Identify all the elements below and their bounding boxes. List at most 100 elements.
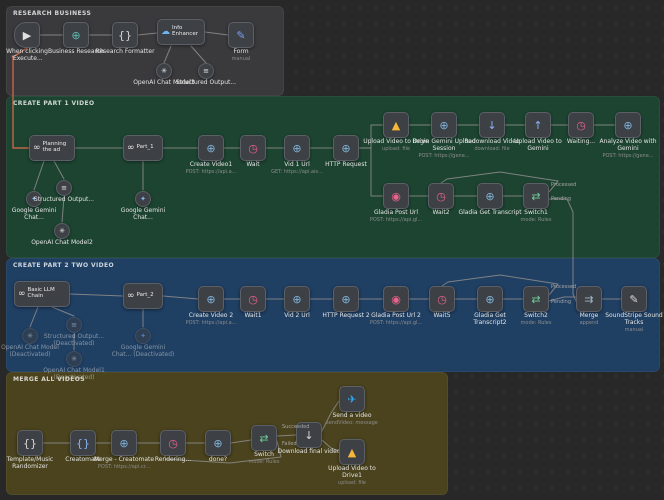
research-formatter[interactable]: {}Research Formatter xyxy=(95,22,155,55)
globe-icon: ⊕ xyxy=(485,292,495,306)
wait[interactable]: ◷Wait xyxy=(240,135,266,168)
google-gemini-chat-model1[interactable]: ✦Google Gemini Chat... xyxy=(121,191,165,221)
vid-2-url[interactable]: ⊕Vid 2 Url xyxy=(284,286,310,319)
gemini-icon: ✦ xyxy=(140,331,146,340)
connection-label: Failed xyxy=(282,441,297,447)
done[interactable]: ⊕done? xyxy=(205,430,231,463)
gladia-icon: ◉ xyxy=(391,189,401,203)
info-enhancer[interactable]: ☁Info Enhancer xyxy=(157,19,205,45)
group-create-part-1-video[interactable]: CREATE PART 1 VIDEO xyxy=(6,96,660,258)
merge-icon: ⇉ xyxy=(584,292,594,306)
code-icon: {} xyxy=(118,28,132,42)
google-gemini-chat-model[interactable]: ✦Google Gemini Chat... xyxy=(12,191,56,221)
drive-icon: ▲ xyxy=(391,118,401,132)
wait1[interactable]: ◷Wait1 xyxy=(240,286,266,319)
openai-chat-model2[interactable]: ✳OpenAI Chat Model2 xyxy=(31,223,93,246)
upload-video-to-gemini[interactable]: ↑Upload Video to Gemini xyxy=(514,112,562,152)
gemini-icon: ✦ xyxy=(31,194,37,203)
group-create-part-2-two-video[interactable]: CREATE PART 2 TWO VIDEO xyxy=(6,258,660,372)
planning-the-ad[interactable]: ∞Planning the ad xyxy=(29,135,75,161)
openai-chat-model3[interactable]: ✳OpenAI Chat Model3 xyxy=(133,63,195,86)
gladia-get-transcript[interactable]: ⊕Gladia Get Transcript xyxy=(458,183,522,216)
cloud-ai-icon: ☁ xyxy=(161,26,170,37)
connection-label: Succeeded xyxy=(282,424,310,430)
node-title: Info Enhancer xyxy=(172,25,198,37)
switch-icon: ⇄ xyxy=(531,189,541,203)
globe-icon: ⊕ xyxy=(206,292,216,306)
structured-output-deactivated[interactable]: ≡Structured Output... (Deactivated) xyxy=(44,317,104,347)
structured-output-parser1[interactable]: ≡Structured Output... xyxy=(34,180,94,203)
group-title: MERGE ALL VIDEOS xyxy=(13,376,85,383)
rendering[interactable]: ◷Rendering... xyxy=(155,430,191,463)
part-2[interactable]: ∞Part_2 xyxy=(123,283,163,309)
template-music-randomizer[interactable]: {}Template/Music Randomizer xyxy=(7,430,53,470)
node-title: Part_2 xyxy=(136,292,154,299)
basic-llm-chain[interactable]: ∞Basic LLM Chain xyxy=(14,281,70,307)
switch-icon: ⇄ xyxy=(531,292,541,306)
upload-icon: ↑ xyxy=(533,118,543,132)
creatomate[interactable]: {}Creatomate xyxy=(65,430,101,463)
clock-icon: ◷ xyxy=(248,141,258,155)
pencil-icon: ✎ xyxy=(236,28,246,42)
pencil-icon: ✎ xyxy=(629,292,639,306)
when-clicking-execute[interactable]: ▶When clicking 'Execute... xyxy=(6,22,48,62)
parser-icon: ≡ xyxy=(203,66,209,75)
wait2[interactable]: ◷Wait2 xyxy=(428,183,454,216)
gemini-icon: ✦ xyxy=(140,194,146,203)
globe-icon: ⊕ xyxy=(71,28,81,42)
openai-icon: ✳ xyxy=(27,331,33,340)
openai-chat-model-deactivated[interactable]: ✳OpenAI Chat Model (Deactivated) xyxy=(1,328,59,358)
globe-icon: ⊕ xyxy=(623,118,633,132)
code-icon: {} xyxy=(23,436,37,450)
clock-icon: ◷ xyxy=(437,292,447,306)
chain-icon: ∞ xyxy=(127,290,135,301)
gladia-get-transcript2[interactable]: ⊕Gladia Get Transcript2 xyxy=(473,286,507,326)
waiting[interactable]: ◷Waiting... xyxy=(567,112,595,145)
node-title: Part_1 xyxy=(136,144,154,151)
globe-icon: ⊕ xyxy=(292,292,302,306)
code-icon: {} xyxy=(76,436,90,450)
structured-output-parser[interactable]: ≡Structured Output... xyxy=(176,63,236,86)
globe-icon: ⊕ xyxy=(341,141,351,155)
google-gemini-chat-deactivated[interactable]: ✦Google Gemini Chat... (Deactivated) xyxy=(112,328,174,358)
business-research[interactable]: ⊕Business Research xyxy=(48,22,104,55)
globe-icon: ⊕ xyxy=(292,141,302,155)
group-research-business[interactable]: RESEARCH BUSINESS xyxy=(6,6,284,96)
wait5[interactable]: ◷Wait5 xyxy=(429,286,455,319)
connection-label: Pending xyxy=(551,299,571,305)
chain-icon: ∞ xyxy=(127,142,135,153)
parser-icon: ≡ xyxy=(71,320,77,329)
globe-icon: ⊕ xyxy=(341,292,351,306)
globe-icon: ⊕ xyxy=(439,118,449,132)
download-icon: ↓ xyxy=(304,428,314,442)
globe-icon: ⊕ xyxy=(485,189,495,203)
connection-label: Processed xyxy=(551,182,577,188)
parser-icon: ≡ xyxy=(61,183,67,192)
openai-icon: ✳ xyxy=(161,66,167,75)
openai-chat-model1-deactivated[interactable]: ✳OpenAI Chat Model1 (Deactivated) xyxy=(43,351,105,381)
http-request[interactable]: ⊕HTTP Request xyxy=(325,135,367,168)
openai-icon: ✳ xyxy=(59,226,65,235)
part-1[interactable]: ∞Part_1 xyxy=(123,135,163,161)
clock-icon: ◷ xyxy=(576,118,586,132)
http-request-2[interactable]: ⊕HTTP Request 2 xyxy=(322,286,370,319)
